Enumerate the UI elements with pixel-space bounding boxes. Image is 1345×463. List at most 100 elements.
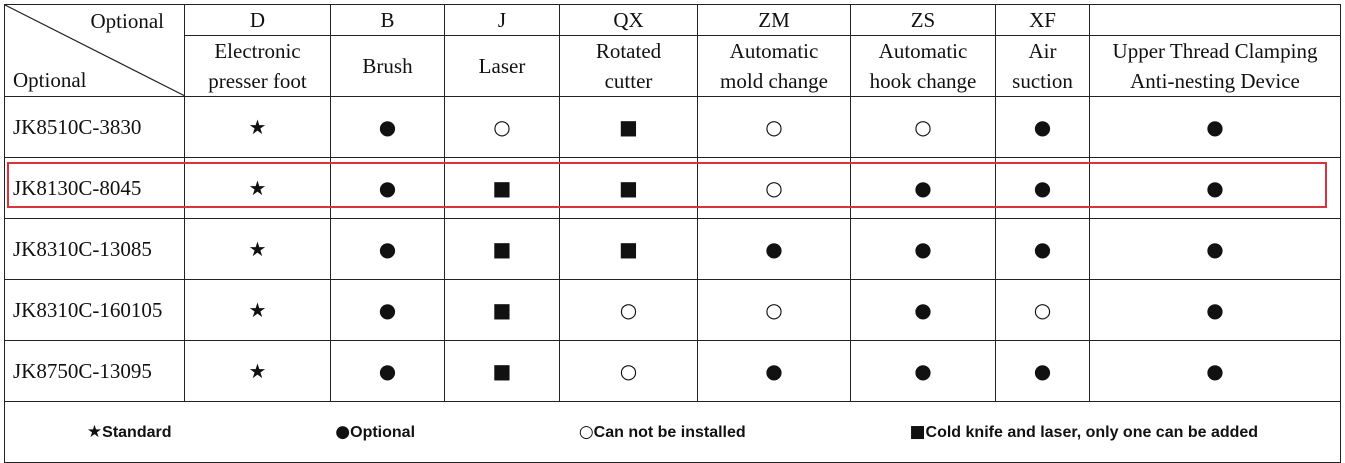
optional-icon: ● (914, 237, 932, 261)
optional-icon: ● (1206, 359, 1224, 383)
col-code (1089, 4, 1341, 36)
options-table: Optional Optional D B J QX ZM ZS XF Elec… (4, 4, 1341, 463)
symbol-cell: ● (1089, 157, 1341, 219)
optional-icon: ● (914, 359, 932, 383)
col-name: Laser (444, 35, 560, 97)
optional-icon: ● (1033, 359, 1052, 383)
symbol-cell: ● (850, 340, 996, 402)
symbol-cell: ○ (697, 279, 851, 341)
symbol-cell: ○ (444, 96, 560, 158)
symbol-cell: ■ (559, 157, 698, 219)
corner-cell: Optional Optional (4, 4, 185, 97)
legend-item-cold-knife-laser: ■Cold knife and laser, only one can be a… (909, 422, 1258, 442)
not-installable-icon: ○ (765, 115, 783, 139)
symbol-cell: ■ (444, 279, 560, 341)
col-code: QX (559, 4, 698, 36)
symbol-cell: ● (330, 340, 445, 402)
corner-top-label: Optional (90, 9, 165, 33)
optional-icon: ● (1206, 298, 1224, 322)
standard-icon: ★ (248, 237, 267, 261)
col-name-line1: Brush (362, 54, 413, 78)
model-cell: JK8130C-8045 (4, 157, 185, 219)
filled-square-icon: ■ (909, 422, 926, 442)
cold-knife-laser-icon: ■ (619, 237, 638, 261)
col-name-line2: mold change (720, 69, 828, 93)
legend-label: Optional (350, 424, 416, 441)
optional-icon: ● (378, 298, 397, 322)
not-installable-icon: ○ (619, 359, 638, 383)
not-installable-icon: ○ (765, 176, 783, 200)
table-row-highlighted: JK8130C-8045 ★ ● ■ ■ ○ ● ● ● (4, 157, 1341, 219)
symbol-cell: ● (697, 218, 851, 280)
col-name: Brush (330, 35, 445, 97)
col-code: B (330, 4, 445, 36)
optional-icon: ● (378, 237, 397, 261)
col-code: D (184, 4, 331, 36)
symbol-cell: ● (995, 96, 1090, 158)
symbol-cell: ● (850, 218, 996, 280)
standard-icon: ★ (248, 359, 267, 383)
col-name-line1: Automatic (729, 39, 819, 63)
optional-icon: ● (378, 176, 397, 200)
symbol-cell: ● (330, 218, 445, 280)
symbol-cell: ★ (184, 340, 331, 402)
symbol-cell: ★ (184, 279, 331, 341)
symbol-cell: ● (330, 157, 445, 219)
col-name: Electronic presser foot (184, 35, 331, 97)
header-name-row: Electronic presser foot Brush Laser Rotat… (5, 35, 1341, 97)
symbol-cell: ■ (444, 218, 560, 280)
cold-knife-laser-icon: ■ (619, 115, 638, 139)
corner-bottom-label: Optional (13, 68, 87, 92)
filled-circle-icon: ● (335, 422, 351, 442)
optional-icon: ● (914, 176, 932, 200)
model-cell: JK8310C-13085 (4, 218, 185, 280)
symbol-cell: ● (1089, 279, 1341, 341)
symbol-cell: ○ (559, 340, 698, 402)
legend-label: Can not be installed (593, 424, 746, 441)
table-row: JK8750C-13095 ★ ● ■ ○ ● ● ● ● (4, 340, 1341, 402)
legend: ★Standard ●Optional ○Can not be installe… (5, 422, 1340, 442)
optional-icon: ● (765, 359, 783, 383)
col-name: Automatic mold change (697, 35, 851, 97)
col-name-line1: Upper Thread Clamping (1112, 39, 1318, 63)
optional-icon: ● (1033, 115, 1052, 139)
col-name-line1: Electronic (214, 39, 301, 63)
optional-icon: ● (765, 237, 783, 261)
col-code: XF (995, 4, 1090, 36)
optional-icon: ● (1206, 176, 1224, 200)
optional-icon: ● (1033, 176, 1052, 200)
table-row: JK8310C-13085 ★ ● ■ ■ ● ● ● ● (4, 218, 1341, 280)
col-name-line2: Anti-nesting Device (1130, 69, 1300, 93)
model-cell: JK8750C-13095 (4, 340, 185, 402)
legend-label: Cold knife and laser, only one can be ad… (925, 424, 1259, 441)
cold-knife-laser-icon: ■ (492, 298, 512, 322)
symbol-cell: ● (1089, 340, 1341, 402)
table-row: JK8310C-160105 ★ ● ■ ○ ○ ● ○ ● (4, 279, 1341, 341)
symbol-cell: ● (995, 340, 1090, 402)
symbol-cell: ■ (559, 96, 698, 158)
model-cell: JK8510C-3830 (4, 96, 185, 158)
col-name-line2: cutter (604, 69, 653, 93)
cold-knife-laser-icon: ■ (492, 359, 512, 383)
optional-icon: ● (914, 298, 932, 322)
legend-row: ★Standard ●Optional ○Can not be installe… (4, 401, 1341, 463)
symbol-cell: ■ (444, 157, 560, 219)
symbol-cell: ★ (184, 157, 331, 219)
optional-icon: ● (1206, 237, 1224, 261)
legend-cell: ★Standard ●Optional ○Can not be installe… (4, 401, 1341, 463)
symbol-cell: ● (697, 340, 851, 402)
table-row: JK8510C-3830 ★ ● ○ ■ ○ ○ ● ● (4, 96, 1341, 158)
symbol-cell: ● (330, 279, 445, 341)
not-installable-icon: ○ (914, 115, 932, 139)
symbol-cell: ○ (559, 279, 698, 341)
standard-icon: ★ (248, 298, 267, 322)
col-name-line2: presser foot (208, 69, 307, 93)
col-name-line1: Air (1028, 39, 1057, 63)
symbol-cell: ★ (184, 96, 331, 158)
symbol-cell: ○ (850, 96, 996, 158)
symbol-cell: ● (995, 218, 1090, 280)
col-name-line2: hook change (869, 69, 977, 93)
